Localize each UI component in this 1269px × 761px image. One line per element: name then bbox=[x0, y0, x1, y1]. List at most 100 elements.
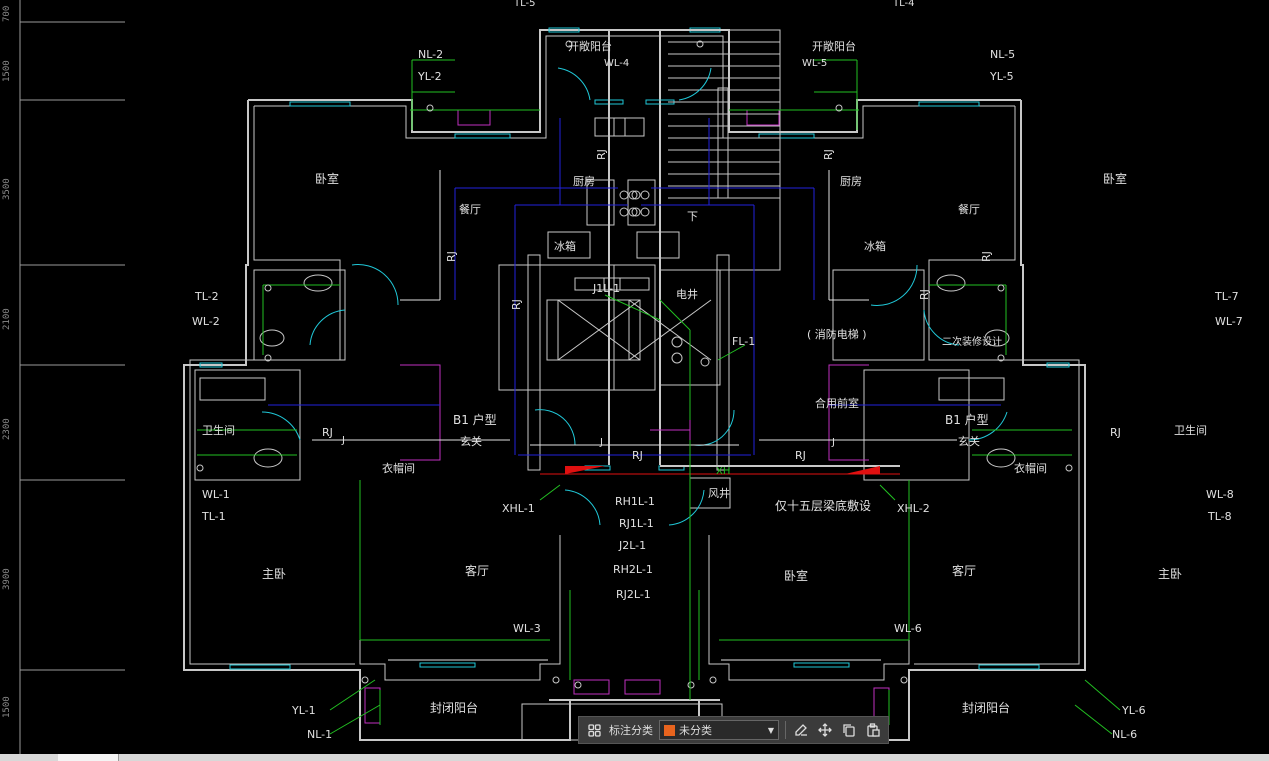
category-selected-value: 未分类 bbox=[679, 724, 712, 737]
grid-icon[interactable] bbox=[585, 721, 603, 739]
drawing-label: 主卧 bbox=[262, 567, 286, 581]
drawing-label: B1 户型 bbox=[945, 412, 989, 427]
door-swing-arc bbox=[534, 409, 576, 446]
elevator-door bbox=[603, 277, 650, 291]
drawing-label: B1 户型 bbox=[453, 412, 497, 427]
drawing-label: WL-2 bbox=[192, 315, 220, 328]
drawing-label: YL-2 bbox=[417, 70, 442, 83]
wall-lines bbox=[183, 27, 1086, 741]
window bbox=[454, 133, 511, 139]
drawing-label: TL-5 bbox=[513, 0, 535, 9]
elevator-x bbox=[557, 299, 641, 361]
stove-burner bbox=[619, 207, 629, 217]
drawing-label: RJ bbox=[822, 149, 835, 160]
drawing-label: J1L-1 bbox=[592, 282, 620, 295]
detail-lines bbox=[196, 40, 1121, 735]
pipe-outlet bbox=[574, 681, 582, 689]
drawing-label: J2L-1 bbox=[618, 539, 646, 552]
drawing-label: 风井 bbox=[708, 486, 730, 500]
pipe-line bbox=[659, 299, 691, 331]
drawing-label: 电井 bbox=[676, 287, 698, 301]
elevator-x bbox=[628, 299, 712, 361]
category-color-swatch bbox=[664, 724, 675, 736]
pipe-outlet bbox=[997, 284, 1005, 292]
red-marker bbox=[845, 466, 880, 474]
ruler-tick: 2100 bbox=[2, 308, 12, 330]
window bbox=[918, 101, 980, 107]
pipe-outlet bbox=[687, 681, 695, 689]
drawing-label: 玄关 bbox=[460, 434, 482, 448]
drawing-label: 开敞阳台 bbox=[568, 39, 612, 53]
category-label: 标注分类 bbox=[609, 724, 653, 737]
drawing-label: RJ bbox=[322, 426, 333, 439]
drawing-label: 主卧 bbox=[1158, 567, 1182, 581]
drawing-label: RJ bbox=[795, 449, 806, 462]
ruler-grid-lines bbox=[19, 0, 125, 754]
living-wall bbox=[359, 480, 561, 681]
pipe-outlet bbox=[709, 676, 717, 684]
door-swing-arc bbox=[668, 489, 705, 526]
ruler-tick: 2300 bbox=[2, 418, 12, 440]
red-marker bbox=[565, 466, 605, 474]
ac-unit bbox=[624, 679, 661, 695]
drawing-label: RH1L-1 bbox=[615, 495, 655, 508]
stove-box bbox=[627, 179, 656, 226]
washbasin bbox=[303, 274, 333, 292]
drawing-label: NL-1 bbox=[307, 728, 332, 741]
valve-icon bbox=[671, 336, 683, 348]
leader-line bbox=[1074, 704, 1113, 735]
vertical-ruler: 700 1500 3500 2100 2300 3900 1500 bbox=[0, 0, 20, 761]
window bbox=[229, 664, 291, 670]
bathtub bbox=[938, 377, 1005, 401]
paste-icon[interactable] bbox=[864, 721, 882, 739]
drawing-label: FL-1 bbox=[732, 335, 755, 348]
drawing-label: 餐厅 bbox=[958, 202, 980, 216]
drawing-label: XH bbox=[716, 466, 730, 477]
pipe-outlet bbox=[1065, 464, 1073, 472]
copy-icon[interactable] bbox=[840, 721, 858, 739]
stove-burner bbox=[631, 207, 641, 217]
layout-tab[interactable] bbox=[58, 754, 119, 761]
move-icon[interactable] bbox=[816, 721, 834, 739]
drawing-label: 客厅 bbox=[465, 563, 489, 578]
drawing-label: RJ1L-1 bbox=[619, 517, 654, 530]
edit-icon[interactable] bbox=[792, 721, 810, 739]
drawing-label: 衣帽间 bbox=[1014, 461, 1047, 475]
closet-wall bbox=[400, 364, 441, 461]
leader-line bbox=[329, 704, 381, 735]
pipe-outlet bbox=[361, 676, 369, 684]
drawing-label: WL-7 bbox=[1215, 315, 1243, 328]
window bbox=[1046, 362, 1070, 368]
drawing-label: 衣帽间 bbox=[382, 461, 415, 475]
drawing-label: 卧室 bbox=[784, 568, 808, 583]
elevator-car bbox=[546, 299, 630, 361]
leader-line bbox=[1084, 679, 1121, 711]
washbasin bbox=[253, 448, 283, 468]
stove-burner bbox=[631, 190, 641, 200]
ruler-tick: 1500 bbox=[2, 696, 12, 718]
drawing-label: J bbox=[341, 435, 345, 446]
drawing-label: RJ bbox=[980, 251, 993, 262]
window bbox=[199, 362, 223, 368]
ac-unit bbox=[573, 679, 610, 695]
ac-unit bbox=[746, 109, 780, 126]
category-select[interactable]: 未分类 ▼ bbox=[659, 720, 779, 740]
ruler-tick: 3900 bbox=[2, 568, 12, 590]
closet-wall bbox=[828, 364, 869, 461]
ruler-tick: 1500 bbox=[2, 60, 12, 82]
toilet bbox=[259, 329, 285, 347]
pipe-outlet bbox=[835, 104, 843, 112]
bathroom-wall bbox=[194, 369, 301, 481]
stair-handrail bbox=[717, 87, 729, 199]
drawing-label: 餐厅 bbox=[459, 202, 481, 216]
drawing-label: WL-6 bbox=[894, 622, 922, 635]
drawing-label: J bbox=[599, 437, 603, 448]
drawing-label: 厨房 bbox=[573, 175, 595, 188]
chevron-down-icon[interactable]: ▼ bbox=[767, 725, 774, 735]
leader-line bbox=[539, 484, 561, 501]
door-swing-arc bbox=[309, 309, 346, 346]
drawing-label: 冰箱 bbox=[864, 239, 886, 253]
fridge-box bbox=[547, 231, 591, 259]
